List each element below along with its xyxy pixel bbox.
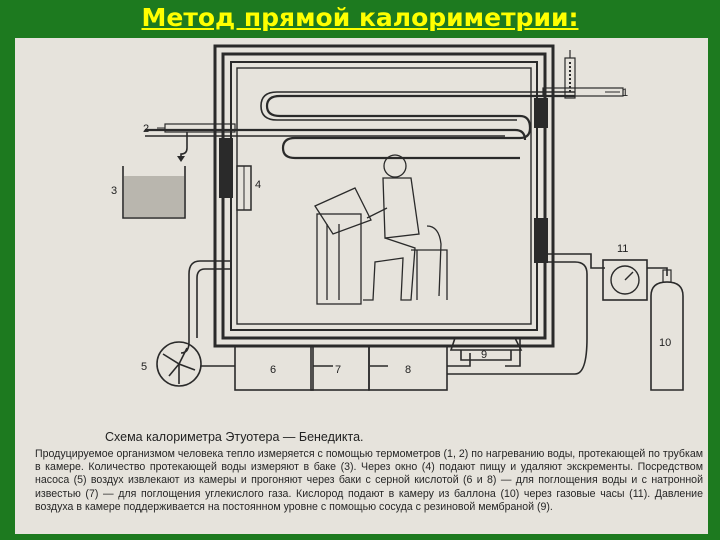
membrane-vessel-9 — [449, 337, 523, 361]
gas-meter-11 — [602, 259, 648, 301]
water-tank-3 — [122, 166, 186, 219]
label-11: 11 — [617, 243, 628, 255]
label-1: 1 — [622, 87, 628, 99]
scanned-figure: 1 2 3 4 — [15, 38, 708, 534]
label-5: 5 — [141, 361, 147, 373]
label-8: 8 — [405, 364, 411, 376]
thermometer-2 — [157, 123, 236, 162]
calorimeter-diagram: 1 2 3 4 — [111, 44, 684, 391]
label-2: 2 — [143, 123, 149, 135]
figure-caption: Схема калориметра Этуотера — Бенедикта. — [105, 430, 364, 444]
person-at-desk — [314, 154, 448, 305]
oxygen-cylinder-10 — [650, 269, 684, 391]
label-10: 10 — [659, 337, 671, 349]
pump-5 — [156, 341, 202, 387]
figure-description: Продуцируемое организмом человека тепло … — [35, 448, 703, 513]
absorber-8 — [368, 345, 448, 391]
thermometer-1 — [542, 50, 624, 99]
label-4: 4 — [255, 179, 261, 191]
label-9: 9 — [481, 349, 487, 361]
label-3: 3 — [111, 185, 117, 197]
slide-title: Метод прямой калориметрии: — [141, 3, 579, 32]
label-6: 6 — [270, 364, 276, 376]
label-7: 7 — [335, 364, 341, 376]
food-window-4 — [236, 165, 252, 211]
water-coil — [145, 91, 575, 160]
absorber-6 — [234, 345, 314, 391]
